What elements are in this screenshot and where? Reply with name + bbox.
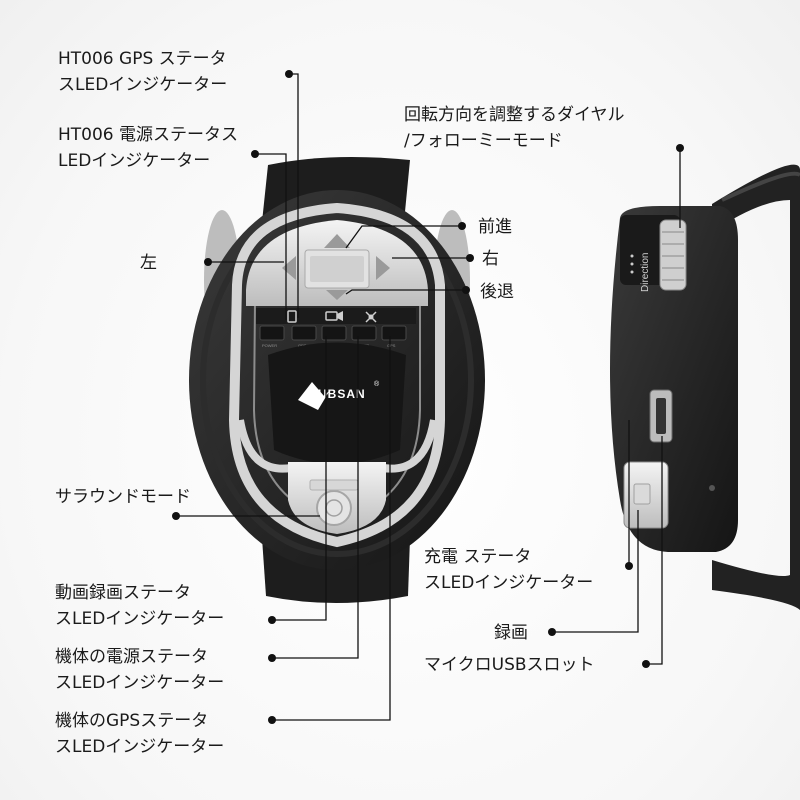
label-line: 機体のGPSステータ: [55, 711, 209, 731]
label-surround-mode: サラウンドモード: [55, 484, 191, 510]
label-line: 録画: [494, 623, 528, 643]
label-charge-led: 充電 ステータ スLEDインジケーター: [424, 544, 593, 596]
left-arrow[interactable]: [282, 256, 296, 280]
label-line: マイクロUSBスロット: [424, 655, 595, 675]
led-label-gps-2: GPS: [387, 343, 396, 348]
label-line: LEDインジケーター: [58, 151, 211, 171]
svg-text:®: ®: [374, 380, 380, 388]
svg-text:UBSAN: UBSAN: [318, 387, 366, 401]
label-line: /フォローミーモード: [404, 131, 563, 151]
right-arrow[interactable]: [376, 256, 390, 280]
silver-frame: [228, 202, 445, 548]
label-direction-dial: 回転方向を調整するダイヤル /フォローミーモード: [404, 102, 625, 154]
label-line: 機体の電源ステータ: [55, 647, 208, 667]
led-button-row: [259, 325, 407, 341]
label-aircraft-power-led: 機体の電源ステータ スLEDインジケーター: [55, 644, 224, 696]
label-line: 後退: [480, 282, 514, 302]
label-line: スLEDインジケーター: [55, 673, 225, 693]
label-backward: 後退: [480, 279, 514, 305]
label-aircraft-gps-led: 機体のGPSステータ スLEDインジケーター: [55, 708, 224, 760]
label-left: 左: [140, 250, 157, 276]
micro-usb-slot[interactable]: [649, 389, 673, 443]
label-line: HT006 GPS ステータ: [58, 49, 227, 69]
label-ht006-power-led: HT006 電源ステータス LEDインジケーター: [58, 122, 238, 174]
label-forward: 前進: [478, 214, 512, 240]
led-label-gps: GPS: [298, 343, 307, 348]
label-line: サラウンドモード: [55, 487, 191, 507]
backward-arrow[interactable]: [326, 290, 348, 300]
label-ht006-gps-led: HT006 GPS ステータ スLEDインジケーター: [58, 46, 227, 98]
brand-logo: UBSAN ®: [298, 380, 380, 410]
label-line: スLEDインジケーター: [424, 573, 594, 593]
label-line: 充電 ステータ: [424, 547, 532, 567]
label-line: スLEDインジケーター: [58, 75, 228, 95]
video-camera-icon: [325, 311, 343, 321]
label-micro-usb: マイクロUSBスロット: [424, 652, 595, 678]
label-line: スLEDインジケーター: [55, 609, 225, 629]
label-record: 録画: [494, 620, 528, 646]
label-line: 左: [140, 253, 157, 273]
label-line: スLEDインジケーター: [55, 737, 225, 757]
label-video-status-led: 動画録画ステータ スLEDインジケーター: [55, 580, 224, 632]
record-button[interactable]: [623, 461, 669, 529]
label-right: 右: [482, 246, 499, 272]
forward-arrow[interactable]: [324, 234, 350, 248]
direction-label: Direction: [640, 253, 651, 292]
led-label-power: POWER: [262, 343, 277, 348]
label-line: 回転方向を調整するダイヤル: [404, 105, 625, 125]
label-line: 動画録画ステータ: [55, 583, 191, 603]
satellite-icon: [365, 311, 377, 323]
direction-dial[interactable]: [659, 219, 687, 291]
surround-mode-button[interactable]: [316, 490, 352, 526]
label-line: 前進: [478, 217, 512, 237]
label-line: HT006 電源ステータス: [58, 125, 239, 145]
label-line: 右: [482, 249, 499, 269]
phone-icon: [287, 310, 297, 323]
